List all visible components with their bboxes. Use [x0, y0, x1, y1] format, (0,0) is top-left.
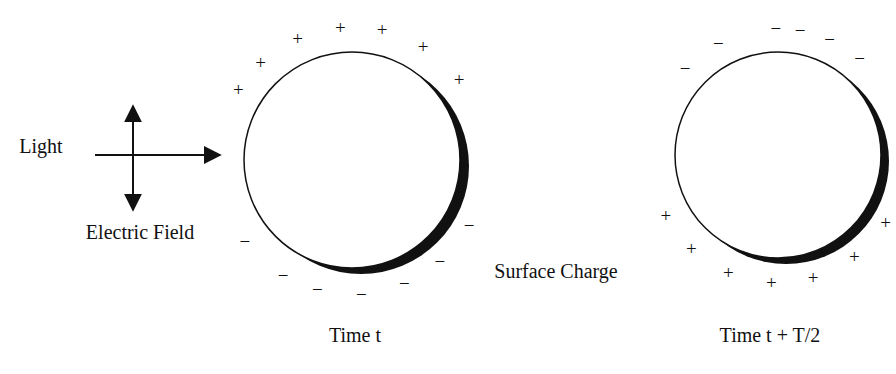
figure-label: Time t + T/2	[720, 325, 821, 345]
particle-circle	[244, 52, 460, 268]
figure-label: Time t	[329, 325, 381, 345]
charge-sign: −	[464, 215, 475, 234]
charge-sign: +	[255, 52, 266, 71]
charge-sign: +	[233, 79, 244, 98]
charge-sign: +	[849, 247, 860, 266]
charge-sign: +	[880, 213, 891, 232]
charge-sign: +	[335, 17, 346, 36]
light-arrow	[95, 154, 220, 156]
charge-sign: −	[399, 274, 410, 293]
charge-sign: −	[824, 29, 835, 48]
field-arrow	[132, 106, 134, 210]
charge-sign: −	[795, 20, 806, 39]
charge-sign: −	[435, 252, 446, 271]
charge-sign: −	[854, 48, 865, 67]
charge-sign: +	[723, 262, 734, 281]
charge-sign: −	[770, 19, 781, 38]
figure-label: Surface Charge	[494, 261, 617, 281]
charge-sign: −	[312, 280, 323, 299]
charge-sign: +	[686, 238, 697, 257]
charge-sign: +	[377, 20, 388, 39]
charge-sign: −	[680, 59, 691, 78]
charge-sign: +	[661, 205, 672, 224]
charge-sign: +	[808, 268, 819, 287]
charge-sign: −	[713, 33, 724, 52]
figure-label: Electric Field	[86, 222, 194, 242]
charge-sign: +	[418, 37, 429, 56]
charge-sign: +	[292, 28, 303, 47]
charge-sign: +	[454, 70, 465, 89]
charge-sign: −	[278, 265, 289, 284]
charge-sign: −	[356, 284, 367, 303]
charge-sign: −	[240, 231, 251, 250]
particle-circle	[675, 52, 881, 258]
figure-label: Light	[19, 136, 62, 156]
charge-sign: +	[766, 272, 777, 291]
